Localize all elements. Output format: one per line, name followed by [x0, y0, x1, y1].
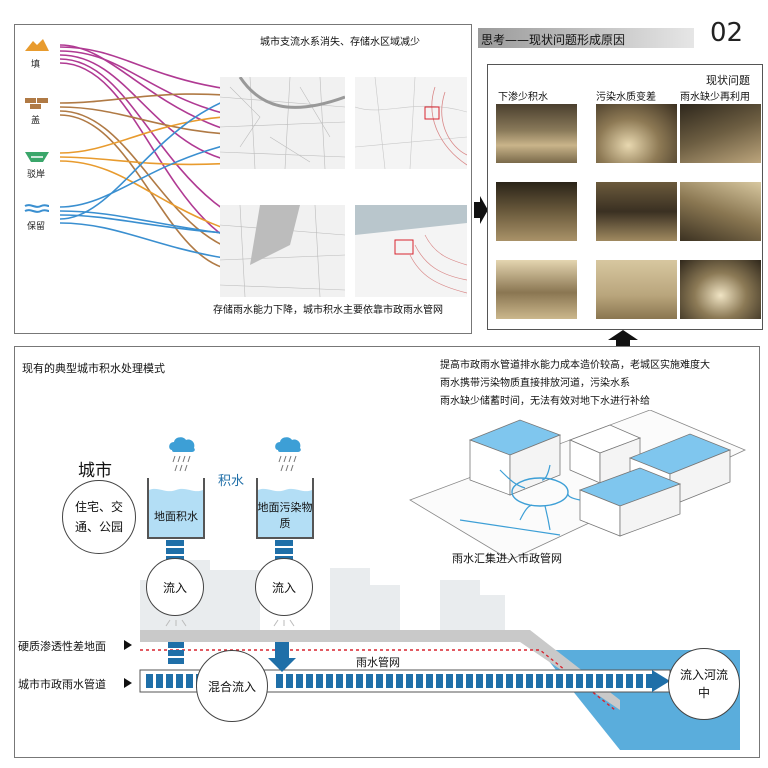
bottom-note: 存储雨水能力下降，城市积水主要依靠市政雨水管网: [213, 305, 443, 316]
isometric-caption: 雨水汇集进入市政管网: [452, 552, 562, 565]
photo-flooded-street: [496, 104, 577, 163]
column-header-1: 下渗少积水: [498, 92, 548, 103]
mix-inflow-circle: 混合流入: [196, 650, 268, 722]
inflow-circle-2: 流入: [255, 558, 313, 616]
fill-icon: [25, 39, 49, 51]
photo-flooded-trees: [496, 260, 577, 319]
tank-label-1: 地面积水: [154, 510, 198, 523]
water-retain-icon: [24, 204, 50, 213]
photo-garbage-shore: [680, 104, 761, 163]
photo-shoreline: [680, 182, 761, 241]
column-header-3: 雨水缺少再利用: [680, 92, 750, 103]
pipe-network-label: 雨水管网: [356, 656, 400, 669]
side-label-municipal-pipe: 城市市政雨水管道: [18, 678, 106, 691]
ground-and-pipe-system: [139, 619, 740, 750]
tank-label-2: 地面污染物质: [257, 501, 313, 530]
pipe-vertical-2: [275, 540, 293, 560]
ponding-label: 积水: [218, 474, 245, 489]
city-circle: 住宅、交通、公园: [62, 480, 136, 554]
issues-frame: [487, 64, 763, 330]
photo-drain-outlet: [496, 182, 577, 241]
pointer-icon: [124, 640, 132, 650]
city-title: 城市: [78, 461, 112, 481]
pointer-icon: [124, 678, 132, 688]
legend-label-fill: 填: [31, 60, 41, 70]
rain-cloud-icon: [275, 437, 301, 472]
map-thumbnail-2: [355, 77, 467, 169]
river-circle: 流入河流中: [668, 648, 740, 720]
thinking-title: 思考——现状问题形成原因: [481, 33, 626, 47]
side-label-hard-ground: 硬质渗透性差地面: [18, 640, 106, 653]
embankment-icon: [25, 152, 49, 162]
thinking-title-bar: [478, 28, 694, 48]
legend-label-cover: 盖: [31, 116, 41, 126]
top-note: 城市支流水系消失、存储水区域减少: [260, 37, 420, 48]
issue-line-1: 提高市政雨水管道排水能力成本造价较高，老城区实施难度大: [440, 360, 710, 371]
arrow-up-icon: [608, 330, 638, 346]
isometric-city-diagram: [409, 410, 746, 561]
brick-cover-icon: [25, 98, 48, 109]
legend-label-retain: 保留: [27, 222, 46, 232]
arrow-right-icon: [474, 196, 488, 224]
top-left-panel: 城市支流水系消失、存储水区域减少 存储雨水能力下降，城市积水主要依靠市政雨水管网…: [14, 24, 472, 334]
photo-polluted-water-pipe: [596, 104, 677, 163]
inflow-circle-1: 流入: [146, 558, 204, 616]
photo-person-foggy-river: [596, 260, 677, 319]
bottom-title: 现有的典型城市积水处理模式: [22, 362, 165, 375]
map-thumbnail-3: [220, 205, 345, 297]
map-thumbnail-4: [355, 205, 467, 297]
ground-water-tank: [147, 478, 205, 539]
pipe-vertical-1: [166, 540, 184, 560]
issues-label: 现状问题: [706, 74, 750, 87]
map-thumbnail-1: [220, 77, 345, 169]
photo-car-splash: [680, 260, 761, 319]
pollutant-tank: [256, 478, 314, 539]
legend-label-embankment: 驳岸: [27, 170, 46, 180]
page-number: 02: [710, 18, 744, 48]
issue-line-2: 雨水携带污染物质直接排放河道，污染水系: [440, 378, 630, 389]
rain-cloud-icon: [169, 437, 195, 472]
column-header-2: 污染水质变差: [596, 92, 656, 103]
photo-reeds: [596, 182, 677, 241]
issue-line-3: 雨水缺少储蓄时间，无法有效对地下水进行补给: [440, 396, 650, 407]
